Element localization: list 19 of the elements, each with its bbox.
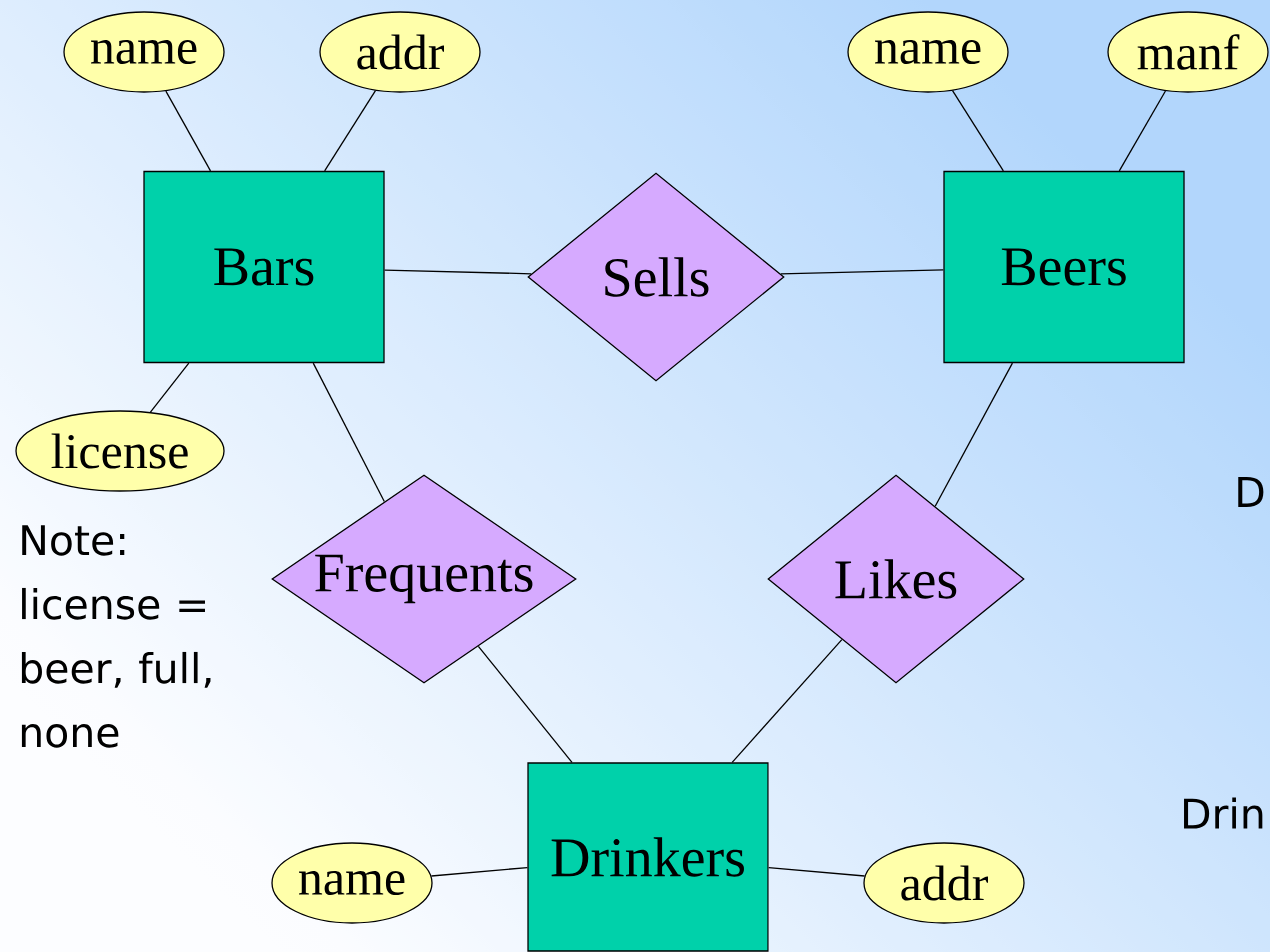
cut-off-text: D [1238,477,1264,507]
cut-off-text: Drin [1184,797,1263,829]
note-text: Note: license = beer, full, none [21,525,211,748]
entity-box: Beers [943,170,1185,364]
connector-line [1118,90,1167,172]
connector-line [430,866,528,877]
connector-line [951,90,1004,172]
entity-box: Drinkers [527,762,769,952]
connector-line [384,269,532,275]
connector-line [768,866,866,877]
connector-line [780,269,944,275]
connector-line [165,90,212,172]
connector-line [477,645,573,763]
connector-line [149,362,190,413]
entity-box: Bars [143,170,385,364]
connector-line [324,90,377,172]
connector-line [934,362,1014,507]
connector-line [731,638,843,763]
connector-line [312,362,385,503]
